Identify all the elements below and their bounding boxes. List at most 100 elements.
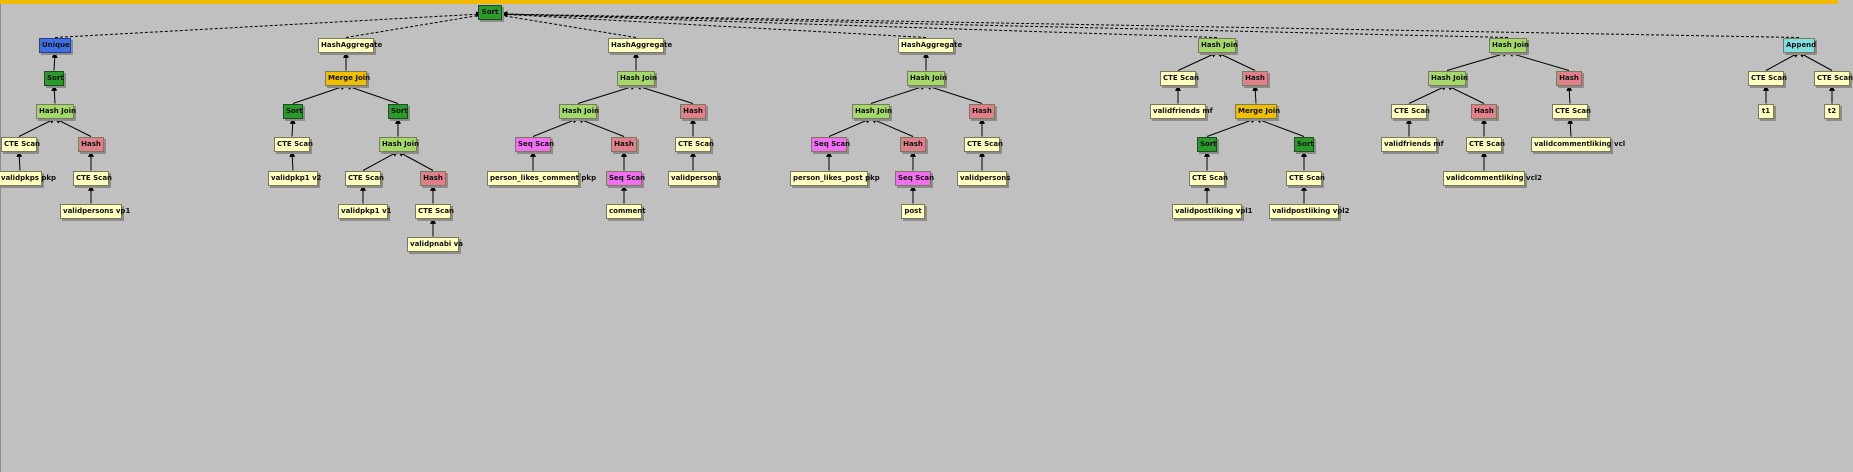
plan-node-c2c[interactable]: CTE Scan — [415, 203, 454, 219]
plan-node-sq3b[interactable]: Seq Scan — [606, 170, 646, 186]
plan-node-label: Hash Join — [1431, 73, 1468, 82]
plan-node-mj5[interactable]: Merge Join — [1235, 103, 1280, 119]
plan-node-c7a[interactable]: CTE Scan — [1748, 70, 1787, 86]
plan-node-s5a[interactable]: Sort — [1197, 136, 1217, 152]
plan-node-ap7[interactable]: Append — [1783, 37, 1816, 53]
plan-node-c6b[interactable]: CTE Scan — [1466, 136, 1505, 152]
plan-node-hj2[interactable]: Hash Join — [379, 136, 419, 152]
plan-node-u1c1t[interactable]: validpkps pkp — [0, 170, 56, 186]
plan-node-label: validpkp1 v1 — [341, 206, 392, 215]
edge-h3a-to-hj3b — [577, 117, 625, 137]
plan-node-label: Hash — [1474, 106, 1494, 115]
edge-c7a-to-ap7 — [1765, 52, 1800, 71]
plan-node-label: Hash Join — [382, 139, 419, 148]
plan-node-t2a[interactable]: validpkp1 v2 — [268, 170, 322, 186]
plan-node-t6a[interactable]: validfriends mf — [1381, 136, 1444, 152]
plan-node-t7a[interactable]: t1 — [1758, 103, 1774, 119]
plan-node-c7b[interactable]: CTE Scan — [1814, 70, 1853, 86]
plan-node-c2a[interactable]: CTE Scan — [274, 136, 313, 152]
plan-node-ha2[interactable]: HashAggregate — [318, 37, 382, 53]
plan-node-t4b[interactable]: post — [901, 203, 925, 219]
plan-node-t3c[interactable]: validpersons — [668, 170, 721, 186]
plan-node-label: Sort — [391, 106, 408, 115]
plan-node-label: Sort — [1297, 139, 1314, 148]
plan-node-mj2[interactable]: Merge Join — [325, 70, 370, 86]
plan-node-root[interactable]: Sort — [478, 4, 502, 20]
edge-sq3a-to-hj3b — [532, 117, 579, 137]
plan-node-hj6[interactable]: Hash Join — [1489, 37, 1529, 53]
plan-node-u1[interactable]: Unique — [39, 37, 71, 53]
plan-node-hj4[interactable]: Hash Join — [907, 70, 947, 86]
plan-node-c5b[interactable]: CTE Scan — [1189, 170, 1228, 186]
plan-node-label: validcommentliking vcl — [1534, 139, 1626, 148]
plan-node-t4c[interactable]: validpersons — [957, 170, 1010, 186]
plan-node-s5b[interactable]: Sort — [1294, 136, 1314, 152]
edge-c5a-to-hj5 — [1177, 52, 1218, 71]
plan-node-c3[interactable]: CTE Scan — [675, 136, 714, 152]
plan-node-t6c[interactable]: validcommentliking vcl — [1531, 136, 1625, 152]
plan-node-s2b[interactable]: Sort — [388, 103, 408, 119]
edge-ha3-to-root — [492, 11, 637, 38]
edge-hj4b-to-hj4 — [870, 84, 927, 104]
edge-u1s-to-u1 — [51, 51, 58, 71]
window-title-bar — [0, 0, 1838, 4]
plan-node-sq4b[interactable]: Seq Scan — [895, 170, 934, 186]
plan-node-h2[interactable]: Hash — [420, 170, 446, 186]
plan-node-c6a[interactable]: CTE Scan — [1391, 103, 1431, 119]
edge-u1hj-to-u1s — [51, 84, 58, 104]
plan-node-ha4[interactable]: HashAggregate — [898, 37, 962, 53]
plan-node-u1s[interactable]: Sort — [44, 70, 64, 86]
plan-node-h6b[interactable]: Hash — [1556, 70, 1582, 86]
plan-node-u1c1[interactable]: CTE Scan — [1, 136, 40, 152]
plan-node-u1hj[interactable]: Hash Join — [36, 103, 76, 119]
edge-hj6-to-root — [501, 11, 1509, 38]
edge-c2b-to-hj2 — [362, 151, 399, 171]
plan-node-label: CTE Scan — [1394, 106, 1431, 115]
plan-node-c2b[interactable]: CTE Scan — [345, 170, 384, 186]
plan-node-u1c2t[interactable]: validpersons vp1 — [60, 203, 130, 219]
plan-node-t5b[interactable]: validpostliking vpl1 — [1172, 203, 1253, 219]
plan-node-label: Seq Scan — [814, 139, 851, 148]
plan-node-h6a[interactable]: Hash — [1471, 103, 1497, 119]
edge-t2a-to-c2a — [289, 150, 296, 171]
plan-node-hj4b[interactable]: Hash Join — [852, 103, 892, 119]
plan-node-hj3b[interactable]: Hash Join — [559, 103, 599, 119]
plan-node-t6b[interactable]: validcommentliking vcl2 — [1443, 170, 1542, 186]
plan-node-h4b[interactable]: Hash — [969, 103, 995, 119]
plan-node-label: Seq Scan — [609, 173, 646, 182]
plan-node-sq4a[interactable]: Seq Scan — [811, 136, 851, 152]
plan-node-h5[interactable]: Hash — [1242, 70, 1268, 86]
plan-node-t5c[interactable]: validpostliking vpl2 — [1269, 203, 1350, 219]
plan-node-c5c[interactable]: CTE Scan — [1286, 170, 1325, 186]
plan-node-t3a[interactable]: person_likes_comment pkp — [487, 170, 596, 186]
plan-node-h3b[interactable]: Hash — [680, 103, 706, 119]
plan-node-sq3a[interactable]: Seq Scan — [515, 136, 554, 152]
plan-node-t4a[interactable]: person_likes_post pkp — [790, 170, 880, 186]
plan-node-c4[interactable]: CTE Scan — [964, 136, 1003, 152]
plan-node-h4a[interactable]: Hash — [900, 136, 926, 152]
edge-s5a-to-mj5 — [1206, 117, 1257, 137]
plan-node-hj5[interactable]: Hash Join — [1198, 37, 1238, 53]
plan-node-hj6b[interactable]: Hash Join — [1428, 70, 1468, 86]
plan-node-t2b[interactable]: validpkp1 v1 — [338, 203, 392, 219]
canvas-left-border — [0, 4, 1, 472]
plan-node-label: Hash Join — [855, 106, 892, 115]
plan-node-c5a[interactable]: CTE Scan — [1160, 70, 1199, 86]
plan-node-label: HashAggregate — [611, 40, 673, 49]
plan-node-t2c[interactable]: validpnabi va — [407, 236, 463, 252]
plan-node-ha3[interactable]: HashAggregate — [608, 37, 672, 53]
edge-h6b-to-hj6 — [1507, 51, 1570, 71]
plan-node-u1c2[interactable]: CTE Scan — [73, 170, 112, 186]
plan-node-s2a[interactable]: Sort — [283, 103, 303, 119]
plan-node-c6c[interactable]: CTE Scan — [1552, 103, 1591, 119]
edge-hj3b-to-hj3 — [577, 84, 637, 104]
plan-node-t3b[interactable]: comment — [606, 203, 646, 219]
plan-node-label: Hash — [81, 139, 101, 148]
plan-node-t5a[interactable]: validfriends mf — [1150, 103, 1213, 119]
plan-node-h3a[interactable]: Hash — [611, 136, 637, 152]
plan-node-u1h[interactable]: Hash — [78, 136, 104, 152]
plan-node-hj3[interactable]: Hash Join — [617, 70, 657, 86]
edge-c2a-to-s2a — [289, 117, 296, 137]
plan-node-label: validfriends mf — [1384, 139, 1444, 148]
plan-node-t7b[interactable]: t2 — [1824, 103, 1840, 119]
